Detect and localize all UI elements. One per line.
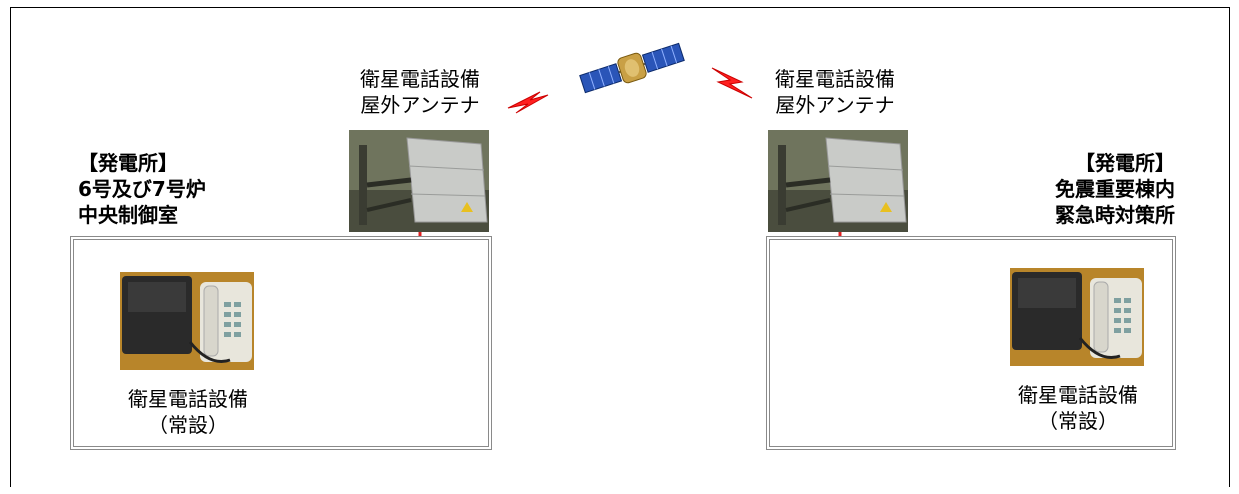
right-site-title: 【発電所】 免震重要棟内 緊急時対策所 (1000, 150, 1175, 228)
right-site-title-line-1: 【発電所】 (1075, 151, 1175, 175)
signal-bolt-left-icon (507, 91, 549, 114)
phone-equipment-icon (120, 272, 254, 370)
left-site-title-line-3: 中央制御室 (78, 203, 178, 227)
right-phone-label: 衛星電話設備 （常設） (993, 382, 1163, 434)
left-phone-label: 衛星電話設備 （常設） (103, 386, 273, 438)
right-site-title-line-3: 緊急時対策所 (1055, 203, 1175, 227)
left-antenna-label-line-1: 衛星電話設備 (360, 67, 480, 91)
left-site-title: 【発電所】 6号及び7号炉 中央制御室 (78, 150, 206, 228)
left-phone-label-line-1: 衛星電話設備 (128, 387, 248, 411)
right-site-title-line-2: 免震重要棟内 (1055, 177, 1175, 201)
right-antenna-photo (768, 130, 908, 232)
antenna-icon (768, 130, 908, 232)
left-antenna-label: 衛星電話設備 屋外アンテナ (345, 66, 495, 118)
antenna-icon (349, 130, 489, 232)
right-antenna-label: 衛星電話設備 屋外アンテナ (760, 66, 910, 118)
left-site-title-line-2: 6号及び7号炉 (78, 177, 206, 201)
right-antenna-label-line-1: 衛星電話設備 (775, 67, 895, 91)
satellite-icon (579, 42, 685, 94)
right-phone-label-line-1: 衛星電話設備 (1018, 383, 1138, 407)
right-phone-photo (1010, 268, 1144, 366)
left-antenna-photo (349, 130, 489, 232)
left-phone-label-line-2: （常設） (148, 413, 228, 437)
left-site-title-line-1: 【発電所】 (78, 151, 178, 175)
phone-equipment-icon (1010, 268, 1144, 366)
left-antenna-label-line-2: 屋外アンテナ (360, 93, 480, 117)
diagram-frame (10, 7, 1230, 487)
right-antenna-label-line-2: 屋外アンテナ (775, 93, 895, 117)
right-phone-label-line-2: （常設） (1038, 409, 1118, 433)
signal-bolt-right-icon (711, 67, 753, 99)
left-phone-photo (120, 272, 254, 370)
